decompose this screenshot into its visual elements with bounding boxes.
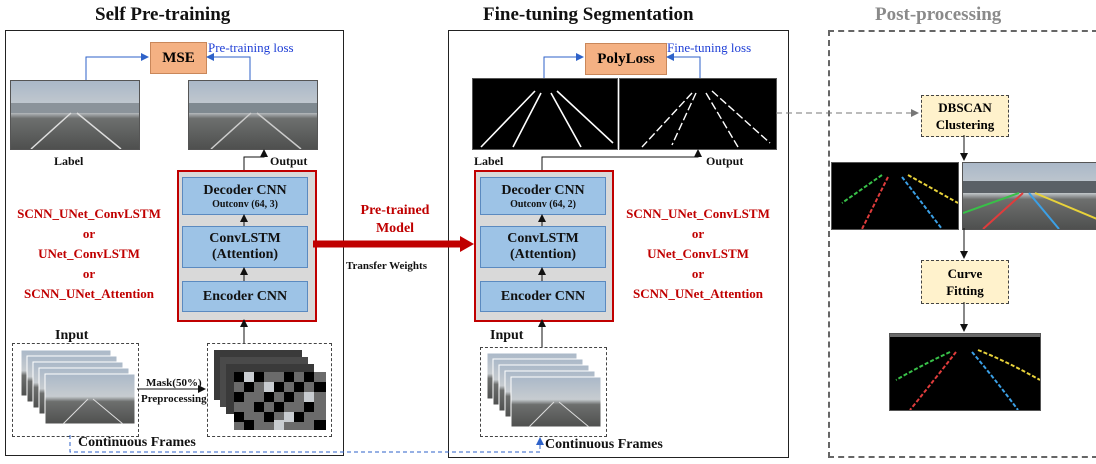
pretraining-loss-note: Pre-training loss	[208, 40, 294, 55]
model-name-or-1: or	[82, 226, 96, 241]
section-title-finetuning: Fine-tuning Segmentation	[483, 4, 694, 25]
curve-fitting-step: Curve Fitting	[921, 260, 1009, 304]
finetune-convlstm-label: ConvLSTM	[507, 231, 579, 246]
pretrained-model-label: Pre-trained Model	[346, 202, 444, 238]
dbscan-clustering-step: DBSCAN Clustering	[921, 95, 1009, 137]
pretrain-continuous-frames: Continuous Frames	[78, 435, 196, 450]
model-name-3: SCNN_UNet_Attention	[24, 286, 154, 301]
ft-model-name-or-1: or	[691, 226, 705, 241]
finetune-encoder-label: Encoder CNN	[500, 288, 586, 304]
pretrain-convlstm-sub: (Attention)	[211, 247, 279, 262]
transfer-weights-label: Transfer Weights	[346, 260, 427, 272]
finetune-decoder-label: Decoder CNN	[501, 182, 585, 198]
finetune-decoder-block: Decoder CNN Outconv (64, 2)	[480, 177, 606, 215]
finetuning-loss-note: Fine-tuning loss	[667, 40, 752, 55]
pretrain-decoder-sub: Outconv (64, 3)	[212, 198, 278, 210]
polyloss-label: PolyLoss	[597, 50, 655, 67]
ft-model-name-1: SCNN_UNet_ConvLSTM	[626, 206, 770, 221]
pretrained-line-1: Pre-trained	[360, 203, 430, 218]
finetune-output-caption: Output	[706, 154, 744, 168]
ft-model-name-or-2: or	[691, 266, 705, 281]
finetune-decoder-sub: Outconv (64, 2)	[510, 198, 576, 210]
output-road-image	[188, 80, 318, 150]
finetune-input-caption: Input	[490, 328, 524, 343]
mse-loss-label: MSE	[162, 49, 195, 66]
ft-model-name-3: SCNN_UNet_Attention	[633, 286, 763, 301]
finetune-convlstm-block: ConvLSTM (Attention)	[480, 226, 606, 268]
finetune-label-mask	[472, 78, 618, 150]
pretrain-decoder-label: Decoder CNN	[203, 182, 287, 198]
finetune-encoder-block: Encoder CNN	[480, 281, 606, 312]
finetune-output-mask	[619, 78, 777, 150]
pretrain-encoder-label: Encoder CNN	[202, 288, 288, 304]
preprocessing-label: Preprocessing	[141, 393, 207, 405]
pretrained-line-2: Model	[375, 221, 415, 236]
label-road-image	[10, 80, 140, 150]
model-name-or-2: or	[82, 266, 96, 281]
finetune-convlstm-sub: (Attention)	[509, 247, 577, 262]
pretrain-encoder-block: Encoder CNN	[182, 281, 308, 312]
model-name-1: SCNN_UNet_ConvLSTM	[17, 206, 161, 221]
pretrain-label-caption: Label	[54, 154, 84, 168]
section-title-self-pretraining: Self Pre-training	[95, 4, 231, 25]
fitted-curves-image	[889, 333, 1041, 411]
ft-model-name-2: UNet_ConvLSTM	[647, 246, 749, 261]
finetune-label-caption: Label	[474, 154, 504, 168]
pretrain-input-caption: Input	[55, 328, 89, 343]
curve-line-1: Curve	[947, 266, 983, 281]
polyloss-box: PolyLoss	[585, 43, 667, 75]
pretrain-convlstm-label: ConvLSTM	[209, 231, 281, 246]
pretrain-model-names: SCNN_UNet_ConvLSTM or UNet_ConvLSTM or S…	[10, 204, 168, 304]
curve-line-2: Fitting	[946, 283, 984, 298]
finetune-model-names: SCNN_UNet_ConvLSTM or UNet_ConvLSTM or S…	[613, 204, 783, 304]
section-title-postprocessing: Post-processing	[875, 4, 1002, 25]
clustered-road-overlay	[962, 162, 1096, 230]
pretrain-convlstm-block: ConvLSTM (Attention)	[182, 226, 308, 268]
pretrain-decoder-block: Decoder CNN Outconv (64, 3)	[182, 177, 308, 215]
mask-label: Mask(50%)	[146, 377, 202, 389]
clustered-lanes-image	[831, 162, 959, 230]
finetune-input-frames	[480, 347, 607, 437]
dbscan-line-1: DBSCAN	[938, 100, 992, 115]
pretrain-input-frames	[12, 343, 139, 437]
model-name-2: UNet_ConvLSTM	[38, 246, 140, 261]
dbscan-line-2: Clustering	[935, 117, 995, 132]
pretrain-output-caption: Output	[270, 154, 308, 168]
masked-input-frames	[207, 343, 332, 437]
mse-loss-box: MSE	[150, 42, 207, 74]
finetune-continuous-frames: Continuous Frames	[545, 437, 663, 452]
